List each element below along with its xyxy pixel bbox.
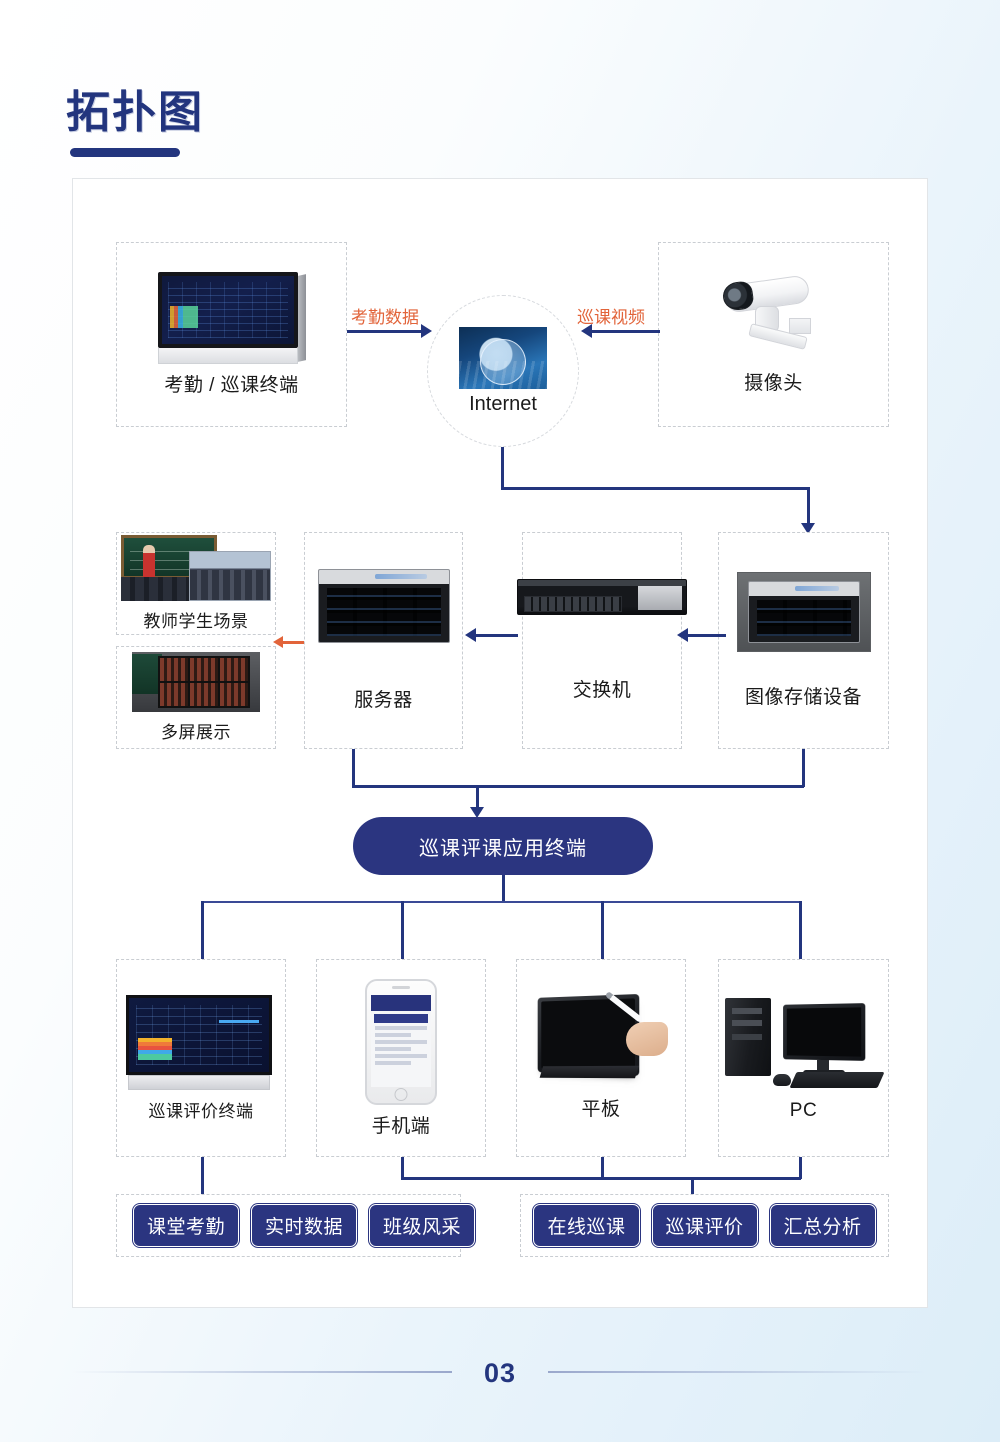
topology-diagram-panel: 考勤 / 巡课终端 摄像头 考勤数据 巡课视频 Internet 教师学生场景	[72, 178, 928, 1308]
node-label: 摄像头	[744, 373, 803, 394]
connector-pc-down	[799, 1157, 802, 1179]
node-label: 教师学生场景	[143, 612, 249, 631]
node-attendance-patrol-terminal[interactable]: 考勤 / 巡课终端	[116, 242, 347, 427]
page-number: 03	[483, 1358, 517, 1388]
monitor-terminal-icon	[157, 272, 306, 364]
connector-eval-terminal-down	[201, 1157, 204, 1195]
tag-group-patrol: 在线巡课 巡课评价 汇总分析	[520, 1194, 889, 1257]
connector-mobile-down	[401, 1157, 404, 1179]
connector-bottom-bus	[401, 1177, 801, 1180]
node-label: 服务器	[354, 690, 413, 711]
connector-storage-to-switch	[686, 634, 726, 637]
node-mobile[interactable]: 手机端	[316, 959, 486, 1157]
tag-classroom-attendance[interactable]: 课堂考勤	[133, 1204, 240, 1247]
tablet-stylus-icon	[532, 990, 670, 1088]
node-tablet[interactable]: 平板	[516, 959, 686, 1157]
tag-summary-analysis[interactable]: 汇总分析	[769, 1204, 876, 1247]
desktop-computer-icon	[724, 994, 885, 1094]
node-image-storage-device[interactable]: 图像存储设备	[718, 532, 889, 749]
connector-central-down	[502, 875, 505, 903]
connector-internet-down	[501, 447, 504, 489]
connector-terminal-to-internet	[347, 330, 421, 333]
dashboard-monitor-icon	[126, 994, 276, 1091]
bullet-camera-icon	[719, 274, 829, 362]
node-internet[interactable]: Internet	[427, 295, 579, 447]
connector-fanout-bus	[201, 901, 801, 903]
connector-server-to-scene	[283, 641, 305, 644]
flow-label-attendance-data: 考勤数据	[351, 308, 419, 327]
node-label: 手机端	[371, 1115, 431, 1137]
central-application-terminal[interactable]: 巡课评课应用终端	[353, 817, 653, 875]
connector-branch-3	[601, 901, 604, 959]
node-label: Internet	[469, 392, 537, 415]
node-patrol-evaluation-terminal[interactable]: 巡课评价终端	[116, 959, 286, 1157]
page-title: 拓扑图	[66, 88, 204, 137]
footer-rule-left	[72, 1371, 452, 1373]
arrowhead-right	[421, 324, 432, 338]
connector-bus-down-to-central	[476, 785, 479, 811]
connector-switch-to-server	[474, 634, 518, 637]
page-footer: 03	[0, 1352, 1000, 1392]
connector-branch-1	[201, 901, 204, 959]
node-label: 考勤 / 巡课终端	[164, 375, 299, 396]
node-label: 巡课评价终端	[148, 1101, 254, 1121]
node-label: 平板	[581, 1098, 621, 1120]
node-label: 多屏展示	[161, 723, 231, 742]
node-switch[interactable]: 交换机	[517, 532, 687, 749]
connector-to-storage-down	[807, 487, 810, 527]
arrowhead-down	[470, 807, 484, 818]
connector-internet-right	[501, 487, 809, 490]
flow-label-patrol-video: 巡课视频	[577, 308, 645, 327]
storage-array-icon	[736, 572, 871, 652]
node-teacher-student-scene[interactable]: 教师学生场景	[116, 532, 276, 635]
connector-branch-2	[401, 901, 404, 959]
classroom-photo-icon	[121, 535, 271, 601]
arrowhead-left	[677, 628, 688, 642]
tag-group-attendance: 课堂考勤 实时数据 班级风采	[116, 1194, 476, 1257]
node-camera[interactable]: 摄像头	[658, 242, 889, 427]
connector-camera-to-internet	[592, 330, 660, 333]
node-label: PC	[789, 1100, 818, 1121]
title-underline	[70, 148, 180, 157]
connector-storage-down	[802, 749, 805, 787]
node-server[interactable]: 服务器	[304, 532, 463, 749]
tag-online-patrol[interactable]: 在线巡课	[533, 1204, 640, 1247]
arrowhead-left-orange	[273, 636, 283, 648]
node-multi-screen-display[interactable]: 多屏展示	[116, 646, 276, 749]
tag-class-showcase[interactable]: 班级风采	[369, 1204, 476, 1247]
arrowhead-left	[581, 324, 592, 338]
tag-patrol-evaluation[interactable]: 巡课评价	[651, 1204, 758, 1247]
connector-server-down	[352, 749, 355, 787]
arrowhead-down	[801, 523, 815, 534]
connector-bottom-bus-down	[691, 1177, 694, 1195]
video-wall-icon	[132, 652, 260, 712]
rack-server-icon	[317, 569, 450, 643]
node-label: 交换机	[572, 680, 632, 701]
footer-rule-right	[548, 1371, 928, 1373]
network-switch-icon	[517, 579, 687, 615]
connector-bus-to-central	[352, 785, 804, 788]
internet-globe-icon	[459, 326, 547, 389]
connector-tablet-down	[601, 1157, 604, 1179]
arrowhead-left	[465, 628, 476, 642]
node-label: 图像存储设备	[744, 687, 862, 708]
smartphone-icon	[365, 978, 437, 1105]
tag-realtime-data[interactable]: 实时数据	[251, 1204, 358, 1247]
node-pc[interactable]: PC	[718, 959, 889, 1157]
central-pill-label: 巡课评课应用终端	[419, 837, 587, 860]
connector-branch-4	[799, 901, 802, 959]
